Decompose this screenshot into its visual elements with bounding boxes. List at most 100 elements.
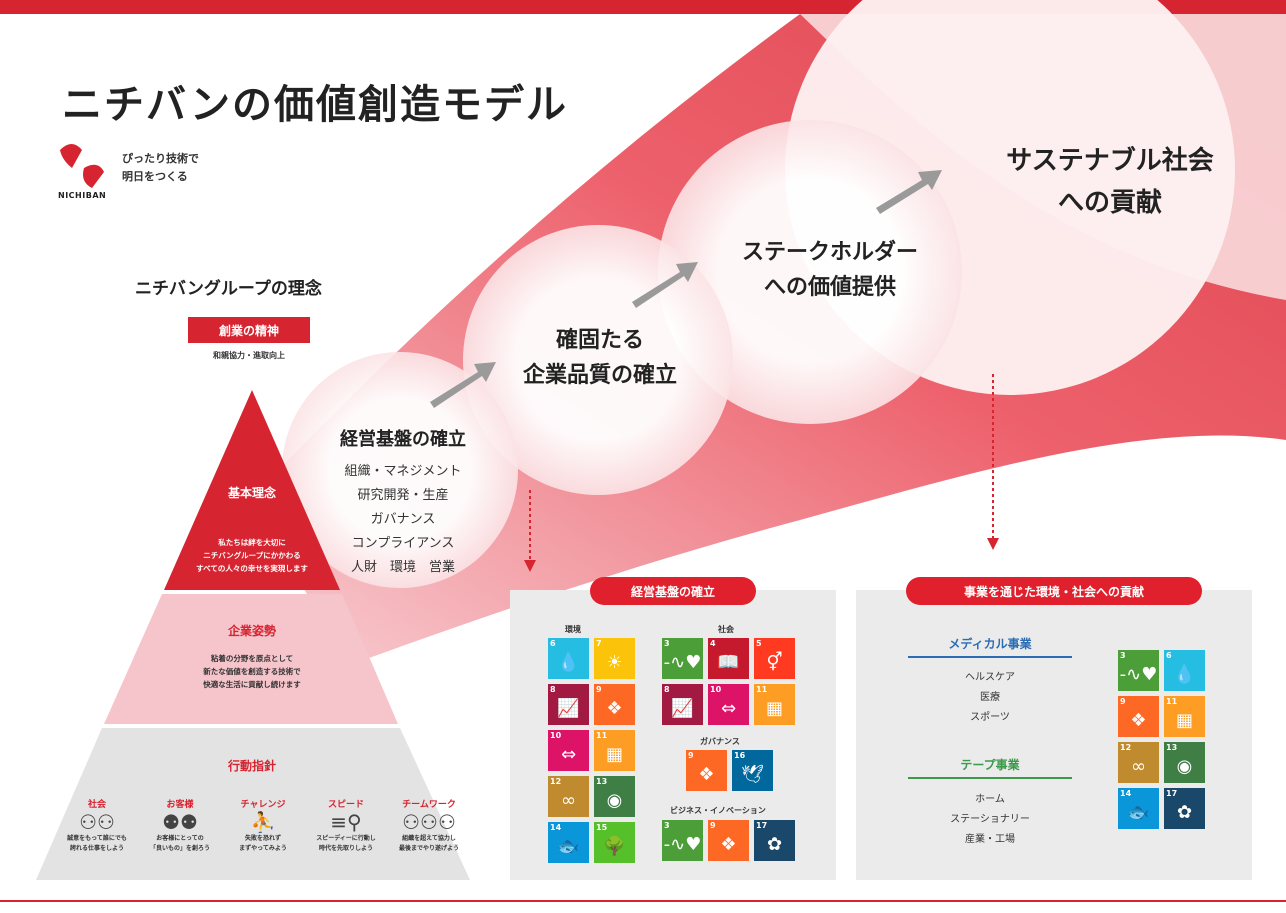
- sdg-number: 11: [1166, 697, 1178, 706]
- sdg-number: 9: [596, 685, 602, 694]
- sdg-17-tile: 17 ✿: [754, 820, 795, 861]
- medical-divider: [908, 656, 1072, 658]
- conduct-line: 誠意をもって誰にでも: [67, 835, 127, 842]
- step3-line: ステークホルダー: [741, 240, 918, 265]
- sdg-12-tile: 12∞: [548, 776, 589, 817]
- step2-text: 確固たる 企業品質の確立: [500, 323, 700, 393]
- tape-item: 産業・工場: [965, 834, 1015, 845]
- conduct-item: チームワーク ⚇⚇⚇ 組織を超えて協力し 最後までやり遂げよう: [390, 797, 468, 854]
- tape-item: ステーショナリー: [950, 814, 1030, 825]
- sdg-number: 9: [1120, 697, 1126, 706]
- tape-divider: [908, 777, 1072, 779]
- sdg-3-tile: 3-∿♥: [1118, 650, 1159, 691]
- step1-title: 経営基盤の確立: [340, 429, 466, 450]
- step2-line: 企業品質の確立: [522, 363, 677, 388]
- step3-line: への価値提供: [763, 275, 896, 300]
- conduct-label: チームワーク: [402, 800, 456, 810]
- sdg-number: 6: [550, 639, 556, 648]
- medical-item: 医療: [980, 692, 1000, 703]
- goal-line: サステナブル社会: [1006, 146, 1214, 176]
- step1-item: 組織・マネジメント: [344, 464, 462, 479]
- page-title: ニチバンの価値創造モデル: [62, 82, 568, 128]
- tape-title: テープ事業: [960, 758, 1020, 772]
- sdg-number: 3: [664, 821, 670, 830]
- group-gov-label: ガバナンス: [700, 737, 740, 746]
- step1-item: 研究開発・生産: [357, 488, 449, 503]
- bubble-step1: [282, 352, 518, 588]
- sdg-number: 14: [1120, 789, 1132, 798]
- conduct-heading: 行動指針: [227, 759, 276, 773]
- sdg-14-tile: 14 🐟: [1118, 788, 1159, 829]
- conduct-label: スピード: [327, 800, 364, 810]
- flower-icon: ✿: [766, 834, 783, 855]
- equality-icon: ⇔: [560, 744, 577, 765]
- sdg-12-tile: 12∞: [1118, 742, 1159, 783]
- water-drop-icon: 💧: [557, 652, 580, 673]
- conduct-item: お客様 ⚉⚉ お客様にとっての 「良いもの」を創ろう: [141, 797, 219, 854]
- group-env-label: 環境: [565, 625, 581, 634]
- sdg-number: 15: [596, 823, 608, 832]
- infinity-icon: ∞: [561, 790, 576, 811]
- bubble-step2: [463, 225, 733, 495]
- cubes-icon: ❖: [606, 698, 623, 719]
- tape-items: ホーム ステーショナリー 産業・工場: [910, 790, 1070, 850]
- sdg-14-tile: 14 🐟: [548, 822, 589, 863]
- heartbeat-icon: -∿♥: [663, 652, 702, 673]
- city-icon: ▦: [605, 744, 623, 765]
- cubes-icon: ❖: [698, 764, 715, 785]
- sdg-9-tile: 9❖: [686, 750, 727, 791]
- growth-chart-icon: 📈: [557, 698, 580, 719]
- team-icon: ⚇⚇⚇: [402, 810, 456, 834]
- conduct-label: お客様: [166, 800, 194, 810]
- conduct-item: 社会 ⚇⚇ 誠意をもって誰にでも 誇れる仕事をしよう: [58, 797, 136, 854]
- sdg-number: 8: [664, 685, 670, 694]
- infinity-icon: ∞: [1131, 756, 1146, 777]
- sdg-11-tile: 11▦: [594, 730, 635, 771]
- run-icon: ≡⚲: [330, 810, 362, 834]
- conduct-items: 社会 ⚇⚇ 誠意をもって誰にでも 誇れる仕事をしよう お客様 ⚉⚉ お客様にとっ…: [58, 797, 468, 854]
- cubes-icon: ❖: [1130, 710, 1147, 731]
- stance-line: 新たな価値を創造する技術で: [203, 667, 301, 676]
- sdg-8-tile: 8📈: [662, 684, 703, 725]
- sdg-number: 14: [550, 823, 562, 832]
- conduct-item: スピード ≡⚲ スピーディーに行動し 時代を先取りしよう: [307, 797, 385, 854]
- climb-icon: ⛹: [250, 810, 276, 834]
- panel-foundation-title: 経営基盤の確立: [590, 577, 756, 605]
- stance-line: 快適な生活に貢献し続けます: [203, 680, 301, 689]
- step1-items: 組織・マネジメント 研究開発・生産 ガバナンス コンプライアンス 人財 環境 営…: [318, 460, 488, 580]
- logo-tagline-line: 明日をつくる: [122, 170, 188, 183]
- sdg-number: 8: [550, 685, 556, 694]
- conduct-line: 組織を超えて協力し: [402, 835, 456, 842]
- conduct-line: 失敗を恐れず: [244, 835, 281, 842]
- spirit-label: 創業の精神: [188, 317, 310, 343]
- eye-globe-icon: ◉: [1176, 756, 1193, 777]
- sdg-8-tile: 8📈: [548, 684, 589, 725]
- gender-icon: ⚥: [766, 652, 783, 673]
- conduct-item: チャレンジ ⛹ 失敗を恐れず まずやってみよう: [224, 797, 302, 854]
- sdg-number: 17: [756, 821, 768, 830]
- step1-item: コンプライアンス: [351, 536, 455, 551]
- basic-line: ニチバングループにかかわる: [203, 551, 301, 560]
- basic-heading: 基本理念: [227, 486, 276, 500]
- pyramid-bottom: [36, 728, 470, 880]
- sdg-11-tile: 11 ▦: [754, 684, 795, 725]
- sdg-9-tile: 9❖: [1118, 696, 1159, 737]
- fish-icon: 🐟: [1127, 802, 1150, 823]
- sun-icon: ☀: [606, 652, 623, 673]
- conduct-line: 最後までやり遂げよう: [398, 845, 459, 852]
- flower-icon: ✿: [1176, 802, 1193, 823]
- step1-item: 人財 環境 営業: [350, 560, 455, 575]
- sdg-5-tile: 5⚥: [754, 638, 795, 679]
- fish-icon: 🐟: [557, 836, 580, 857]
- sdg-number: 11: [756, 685, 768, 694]
- sdg-7-tile: 7☀: [594, 638, 635, 679]
- flow-arrows: [430, 170, 942, 408]
- logo-name: NICHIBAN: [58, 191, 107, 200]
- city-icon: ▦: [765, 698, 783, 719]
- logo-tagline: ぴったり技術で 明日をつくる: [122, 150, 199, 186]
- step2-line: 確固たる: [555, 328, 644, 353]
- sdg-number: 10: [550, 731, 562, 740]
- conduct-label: 社会: [87, 800, 106, 810]
- eye-globe-icon: ◉: [606, 790, 623, 811]
